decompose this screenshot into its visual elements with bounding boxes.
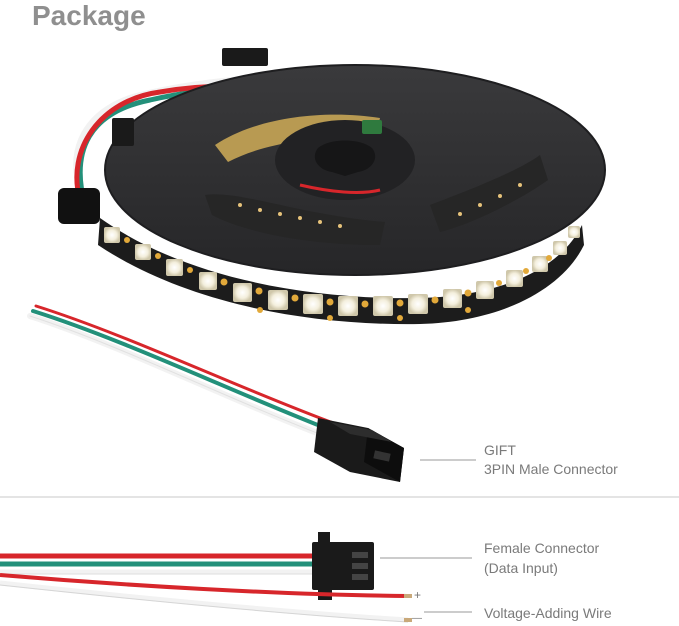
plus-sign: + bbox=[414, 588, 422, 602]
female-connector bbox=[312, 532, 374, 600]
led bbox=[568, 226, 580, 238]
led bbox=[338, 296, 358, 316]
reel-hub-center bbox=[314, 140, 376, 176]
female-connector-label: Female Connector bbox=[484, 540, 600, 556]
led-row bbox=[104, 226, 580, 316]
coil-window-left bbox=[205, 194, 385, 245]
strip-connector bbox=[112, 118, 134, 146]
voltage-wire-white bbox=[0, 580, 409, 623]
led bbox=[135, 244, 151, 260]
minus-sign: — bbox=[412, 613, 422, 624]
led bbox=[303, 294, 323, 314]
solder-pads bbox=[124, 237, 552, 321]
female-connector-cable bbox=[0, 532, 412, 623]
top-connector bbox=[222, 48, 268, 66]
strip-end-sleeve bbox=[58, 188, 100, 224]
led bbox=[506, 270, 523, 287]
led bbox=[104, 227, 120, 243]
led bbox=[373, 296, 393, 316]
gift-label-line1: GIFT bbox=[484, 442, 516, 458]
package-title: Package bbox=[32, 0, 146, 31]
led bbox=[199, 272, 217, 290]
led bbox=[553, 241, 567, 255]
coil-led-dots bbox=[238, 183, 522, 228]
reel-label-tab bbox=[362, 120, 382, 134]
led bbox=[166, 259, 183, 276]
led bbox=[233, 283, 252, 302]
led-strip-reel bbox=[58, 48, 606, 325]
led bbox=[443, 289, 462, 308]
led bbox=[532, 256, 548, 272]
male-connector-cable bbox=[27, 304, 404, 482]
voltage-wire-red bbox=[0, 573, 409, 598]
led bbox=[476, 281, 494, 299]
led bbox=[408, 294, 428, 314]
gift-label-line2: 3PIN Male Connector bbox=[484, 461, 618, 477]
led-strip-band bbox=[98, 218, 584, 325]
led bbox=[268, 290, 288, 310]
data-input-label: (Data Input) bbox=[484, 560, 558, 576]
male-connector bbox=[314, 418, 404, 482]
voltage-wire-label: Voltage-Adding Wire bbox=[484, 605, 612, 621]
